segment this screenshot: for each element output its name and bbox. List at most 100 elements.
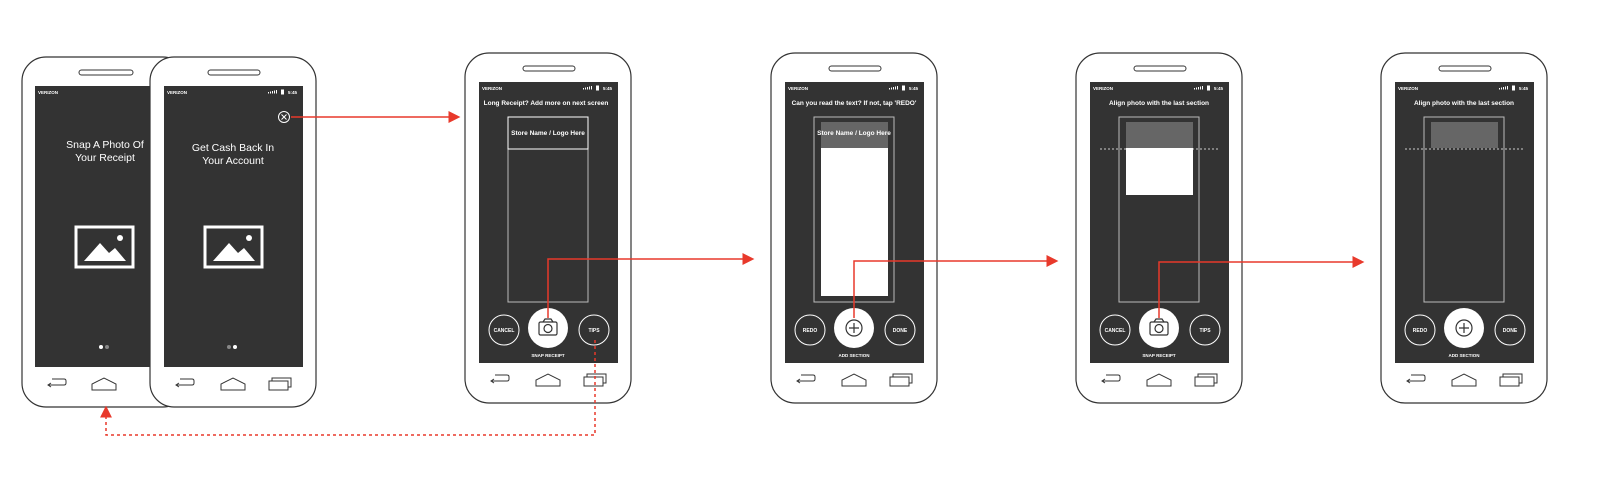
flow-arrows (100, 111, 1365, 436)
status-time: 5:45 (288, 90, 298, 95)
recent-apps-icon[interactable] (583, 373, 607, 387)
arrow-add-to-align (853, 255, 1059, 318)
carrier-label: VERIZON (1398, 86, 1418, 91)
previous-section-overlap (1126, 148, 1193, 195)
carrier-label: VERIZON (38, 90, 58, 95)
previous-section-preview (1431, 122, 1498, 148)
image-icon (74, 225, 135, 269)
carrier-label: VERIZON (482, 86, 502, 91)
onboarding-title-line1: Get Cash Back In (192, 142, 274, 154)
redo-button[interactable]: REDO (794, 314, 826, 346)
done-button-label: DONE (893, 328, 908, 334)
phone-onboarding-2: VERIZON 5:45 Get Cash Back In Your Accou… (149, 56, 317, 408)
signal-icon (1499, 86, 1508, 90)
cancel-button-label: CANCEL (494, 328, 515, 334)
receipt-logo-label: Store Name / Logo Here (817, 130, 891, 137)
cancel-button[interactable]: CANCEL (1099, 314, 1131, 346)
back-icon[interactable] (490, 374, 510, 384)
snap-receipt-caption: SNAP RECEIPT (531, 353, 564, 358)
back-icon[interactable] (1101, 374, 1121, 384)
add-section-button[interactable] (834, 308, 874, 348)
phone-onboarding-1: VERIZON Snap A Photo Of Your Receipt (21, 56, 188, 408)
page-dot (227, 345, 231, 349)
screen-header: Align photo with the last section (1414, 100, 1514, 107)
onboarding-title-line2: Your Receipt (75, 152, 135, 164)
done-button[interactable]: DONE (884, 314, 916, 346)
snap-receipt-caption: SNAP RECEIPT (1142, 353, 1175, 358)
tips-button[interactable]: TIPS (1189, 314, 1221, 346)
battery-icon (1512, 85, 1515, 91)
previous-section-preview (1126, 122, 1193, 148)
home-icon[interactable] (535, 373, 561, 387)
home-icon[interactable] (91, 377, 117, 391)
plus-icon (845, 319, 863, 337)
back-icon[interactable] (47, 378, 67, 388)
carrier-label: VERIZON (167, 90, 187, 95)
screen-header: Can you read the text? If not, tap 'REDO… (792, 100, 917, 107)
phone-review-receipt: VERIZON 5:45 Can you read the text? If n… (770, 52, 938, 404)
redo-button-label: REDO (1413, 328, 1428, 334)
onboarding-title-line1: Snap A Photo Of (66, 139, 144, 151)
onboarding-title-line2: Your Account (202, 155, 264, 167)
page-dot-active (233, 345, 237, 349)
screen-header: Long Receipt? Add more on next screen (484, 100, 609, 107)
receipt-logo-label: Store Name / Logo Here (511, 130, 585, 137)
tips-button-label: TIPS (1199, 328, 1211, 334)
receipt-frame (1423, 116, 1505, 303)
signal-icon (1194, 86, 1203, 90)
receipt-logo-area (507, 116, 589, 150)
arrow-snap-to-add (1158, 256, 1365, 318)
add-section-caption: ADD SECTION (838, 353, 869, 358)
plus-icon (1455, 319, 1473, 337)
recent-apps-icon[interactable] (1194, 373, 1218, 387)
done-button[interactable]: DONE (1494, 314, 1526, 346)
image-icon (203, 225, 264, 269)
done-button-label: DONE (1503, 328, 1518, 334)
screen-header: Align photo with the last section (1109, 100, 1209, 107)
recent-apps-icon[interactable] (889, 373, 913, 387)
page-dot-active (99, 345, 103, 349)
battery-icon (596, 85, 599, 91)
recent-apps-icon[interactable] (1499, 373, 1523, 387)
home-icon[interactable] (1451, 373, 1477, 387)
battery-icon (281, 89, 284, 95)
back-icon[interactable] (796, 374, 816, 384)
cancel-button-label: CANCEL (1105, 328, 1126, 334)
back-icon[interactable] (1406, 374, 1426, 384)
recent-apps-icon[interactable] (268, 377, 292, 391)
status-time: 5:45 (603, 86, 613, 91)
receipt-logo-area (821, 122, 888, 148)
snap-receipt-button[interactable] (1139, 308, 1179, 348)
signal-icon (889, 86, 898, 90)
redo-button[interactable]: REDO (1404, 314, 1436, 346)
close-icon[interactable] (278, 111, 290, 123)
signal-icon (268, 90, 277, 94)
arrow-snap-to-review (547, 253, 755, 318)
page-dot (105, 345, 109, 349)
signal-icon (583, 86, 592, 90)
status-time: 5:45 (909, 86, 919, 91)
add-section-button[interactable] (1444, 308, 1484, 348)
carrier-label: VERIZON (1093, 86, 1113, 91)
tips-button[interactable]: TIPS (578, 314, 610, 346)
home-icon[interactable] (841, 373, 867, 387)
cancel-button[interactable]: CANCEL (488, 314, 520, 346)
carrier-label: VERIZON (788, 86, 808, 91)
tips-button-label: TIPS (588, 328, 600, 334)
snap-receipt-button[interactable] (528, 308, 568, 348)
phone-align-add: VERIZON 5:45 Align photo with the last s… (1380, 52, 1548, 404)
status-time: 5:45 (1519, 86, 1529, 91)
battery-icon (1207, 85, 1210, 91)
home-icon[interactable] (220, 377, 246, 391)
add-section-caption: ADD SECTION (1448, 353, 1479, 358)
camera-icon (538, 318, 558, 336)
home-icon[interactable] (1146, 373, 1172, 387)
redo-button-label: REDO (803, 328, 818, 334)
status-time: 5:45 (1214, 86, 1224, 91)
phone-align-snap: VERIZON 5:45 Align photo with the last s… (1075, 52, 1243, 404)
phone-snap-receipt: VERIZON 5:45 Long Receipt? Add more on n… (464, 52, 632, 404)
camera-icon (1149, 318, 1169, 336)
back-icon[interactable] (175, 378, 195, 388)
battery-icon (902, 85, 905, 91)
